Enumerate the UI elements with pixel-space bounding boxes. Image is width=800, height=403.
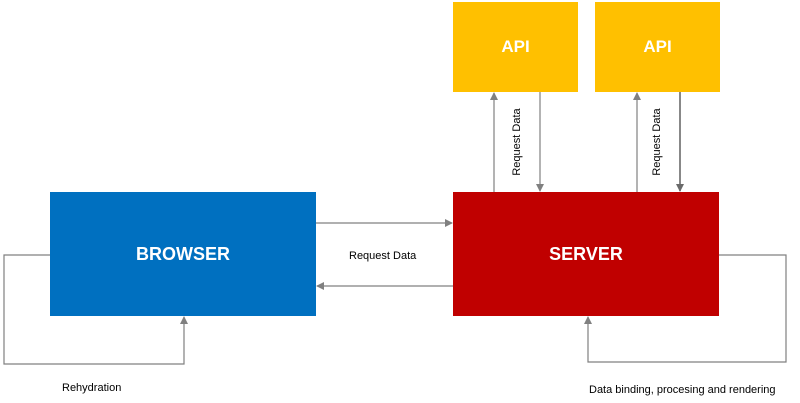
server-node: SERVER [453, 192, 719, 316]
api-node-right: API [595, 2, 720, 92]
request-data-label-api-left: Request Data [511, 108, 523, 176]
data-binding-loop [584, 254, 787, 363]
api-left-label: API [501, 37, 530, 56]
api-node-left: API [453, 2, 578, 92]
request-data-label-main: Request Data [349, 250, 417, 262]
server-label: SERVER [549, 243, 623, 264]
browser-node: BROWSER [50, 192, 316, 316]
api-right-label: API [643, 37, 672, 56]
rehydration-label: Rehydration [62, 382, 122, 394]
rehydration-loop [3, 254, 188, 365]
request-data-label-api-right: Request Data [651, 108, 663, 176]
data-binding-label: Data binding, procesing and rendering [589, 384, 776, 396]
browser-label: BROWSER [136, 243, 230, 264]
